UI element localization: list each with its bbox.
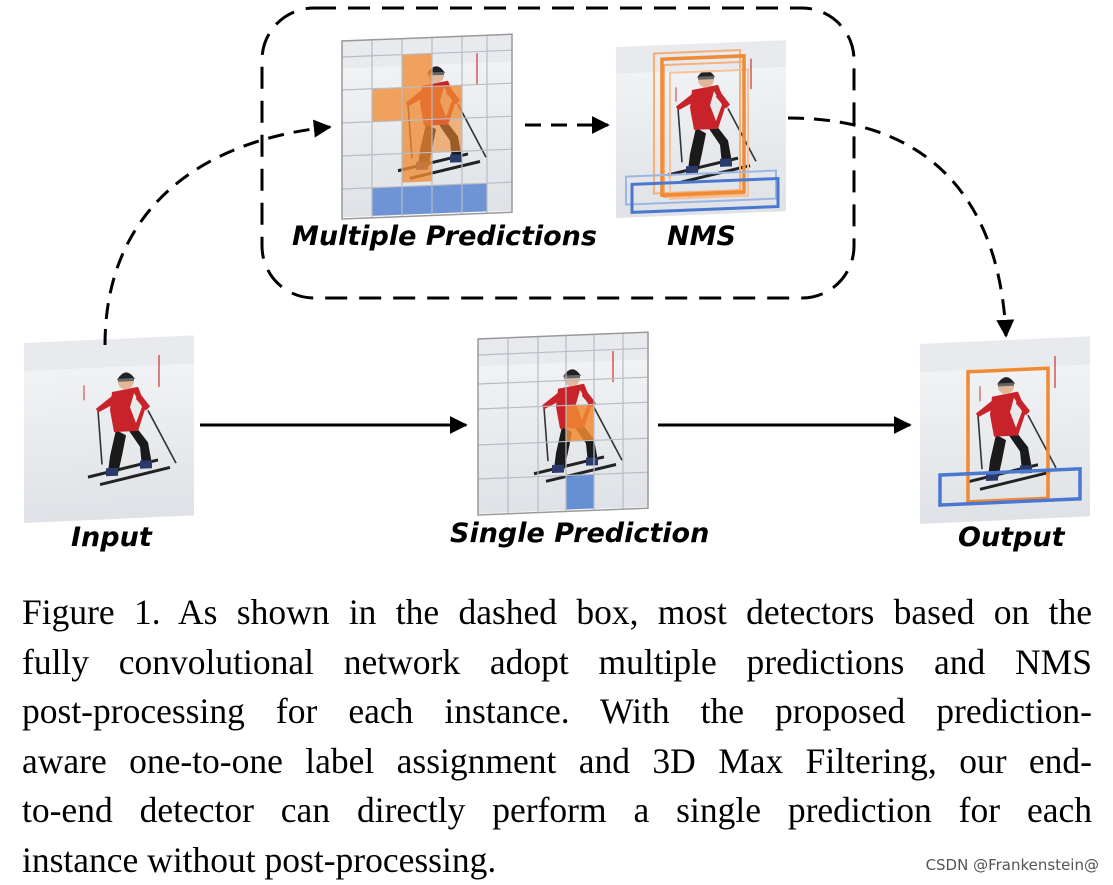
label-single-prediction: Single Prediction <box>450 518 710 549</box>
input-image <box>23 334 195 524</box>
multiple-predictions-image <box>341 33 513 220</box>
dashed-box <box>260 6 856 300</box>
arrow-nms-to-output <box>787 116 1015 338</box>
caption-line: to-end detector can directly perform a s… <box>22 790 1092 830</box>
watermark: CSDN @Frankenstein@ <box>925 856 1099 874</box>
caption-line: Figure 1. As shown in the dashed box, mo… <box>22 592 1092 632</box>
label-nms: NMS <box>667 221 736 252</box>
label-output: Output <box>958 522 1065 553</box>
single-prediction-image <box>477 331 649 516</box>
caption-line: fully convolutional network adopt multip… <box>22 641 1092 682</box>
label-multiple-predictions: Multiple Predictions <box>292 221 597 252</box>
figure-caption: Figure 1. As shown in the dashed box, mo… <box>22 588 1092 885</box>
arrow-input-to-multiple <box>103 119 332 346</box>
caption-line: instance without post-processing. <box>22 839 497 880</box>
caption-line: post-processing for each instance. With … <box>22 691 1092 731</box>
output-image <box>919 335 1091 525</box>
diagram-canvas <box>23 6 1091 525</box>
nms-image <box>615 39 787 219</box>
caption-line: aware one-to-one label assignment and 3D… <box>22 740 1092 781</box>
label-input: Input <box>71 522 152 553</box>
